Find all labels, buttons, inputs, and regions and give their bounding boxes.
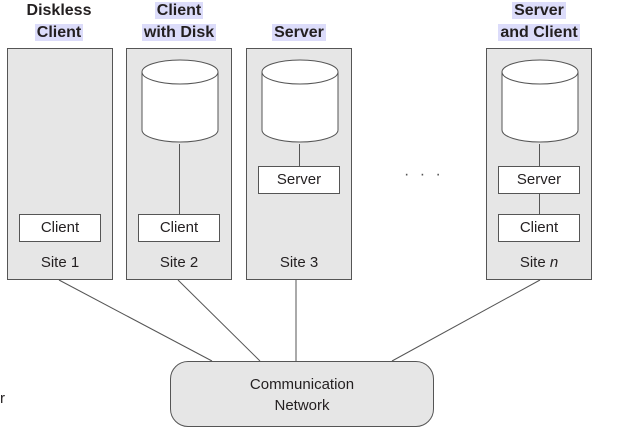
connector-line [539, 144, 540, 167]
link-site1 [58, 279, 213, 362]
connector-line [539, 194, 540, 214]
site-label: Site 3 [279, 254, 319, 271]
connector-line [299, 144, 300, 167]
client-box: Client [19, 214, 101, 242]
site-label: Site 1 [40, 254, 80, 271]
title-line-highlight: Server [272, 24, 326, 41]
disk-icon [261, 59, 339, 143]
title-line: Diskless [26, 2, 92, 19]
client-box: Client [138, 214, 220, 242]
network-label-line1: Communication [249, 376, 355, 393]
title-line-highlight: and Client [498, 24, 580, 41]
site-n: Server Client Site n [486, 48, 592, 280]
communication-network: Communication Network [170, 361, 434, 427]
link-siten [391, 279, 541, 362]
title-line-highlight: Client [154, 2, 204, 19]
server-box: Server [498, 166, 580, 194]
site-label: Site 2 [159, 254, 199, 271]
title-server: Server [244, 22, 354, 44]
network-label-line2: Network [274, 397, 330, 414]
title-client-with-disk: Client with Disk [124, 0, 234, 44]
site-label-prefix: Site [519, 254, 550, 271]
title-server-and-client: Server and Client [484, 0, 594, 44]
title-diskless-client: Diskless Client [4, 0, 114, 44]
title-line-highlight: with Disk [141, 24, 217, 41]
server-box: Server [258, 166, 340, 194]
title-line-highlight: Server [512, 2, 566, 19]
site-label: Site n [487, 254, 591, 271]
cropped-text-fragment: r [0, 390, 5, 407]
title-line-highlight: Client [34, 24, 84, 41]
site-2: Client Site 2 [126, 48, 232, 280]
site-1: Client Site 1 [7, 48, 113, 280]
site-label-variable: n [549, 254, 559, 271]
disk-icon [501, 59, 579, 143]
client-box: Client [498, 214, 580, 242]
ellipsis: · · · [404, 166, 444, 183]
link-site2 [177, 279, 261, 362]
connector-line [179, 144, 180, 214]
site-3: Server Site 3 [246, 48, 352, 280]
disk-icon [141, 59, 219, 143]
